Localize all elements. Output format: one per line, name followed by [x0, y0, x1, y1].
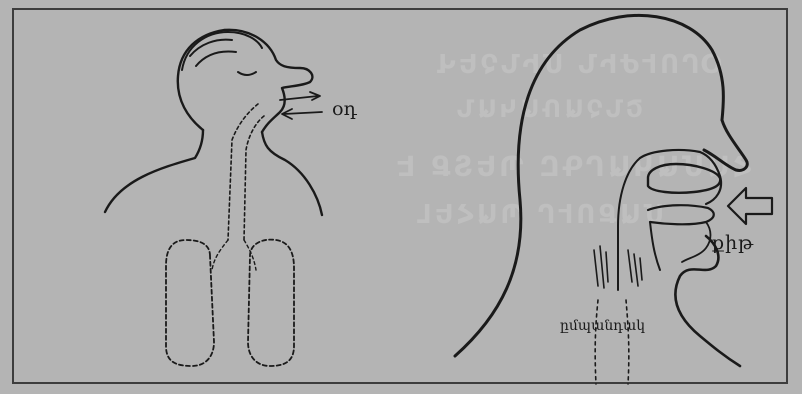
left-figure-shoulders	[105, 130, 322, 215]
face-profile	[704, 120, 747, 170]
hollow-arrow	[728, 188, 772, 224]
label-air: օդ	[332, 98, 357, 120]
left-lung-left	[166, 240, 214, 366]
label-throat: ըմպանդակ	[560, 318, 645, 334]
chin-neck	[675, 236, 740, 366]
palate	[648, 205, 714, 224]
label-nose: քիթ	[712, 232, 754, 254]
oral-cavity	[682, 222, 711, 262]
pharynx-wall	[618, 158, 660, 290]
left-figure	[105, 30, 322, 366]
nasal-turbinate	[648, 164, 720, 193]
trachea-dashed	[595, 300, 629, 384]
head-back-outline	[455, 15, 723, 356]
arrow-in	[282, 109, 322, 119]
left-lung-right	[248, 240, 294, 366]
left-figure-airway	[228, 104, 264, 240]
left-figure-hair	[182, 32, 262, 70]
arrow-out	[280, 92, 320, 100]
nasal-cavity	[640, 150, 721, 204]
left-figure-eye	[238, 72, 256, 75]
